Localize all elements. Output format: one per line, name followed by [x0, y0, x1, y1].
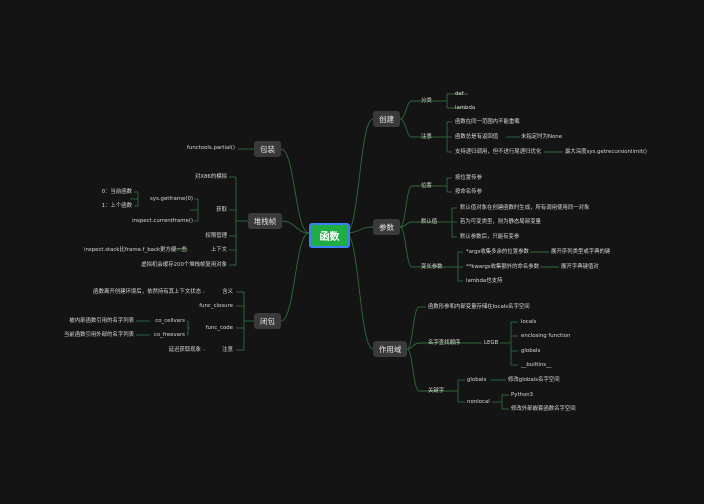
connector-line	[399, 226, 413, 268]
frame-getframe-0[interactable]: 0：当前函数	[101, 189, 132, 195]
node-create[interactable]: 创建	[373, 111, 400, 127]
params-by-position[interactable]: 按位置传参	[455, 175, 482, 181]
create-category[interactable]: 分类	[421, 98, 432, 104]
frame-permission[interactable]: 权限管理	[205, 233, 227, 239]
closure-func-closure[interactable]: func_closure	[199, 303, 233, 309]
node-wrap[interactable]: 包装	[254, 141, 281, 157]
connector-line	[406, 342, 420, 350]
scope-legb-builtins[interactable]: __builtins__	[521, 362, 552, 368]
create-note-return-none[interactable]: 未指定时为None	[521, 134, 563, 140]
node-stack-frame[interactable]: 堆栈帧	[248, 213, 282, 229]
create-note-overload[interactable]: 函数在同一范围内不能重载	[455, 119, 520, 125]
frame-getframe[interactable]: sys.getframe(0)	[150, 196, 193, 202]
scope-legb-globals[interactable]: globals	[521, 348, 541, 354]
closure-meaning[interactable]: 含义	[222, 289, 233, 295]
frame-x86[interactable]: 对X86的模拟	[194, 174, 227, 180]
scope-locals-store[interactable]: 函数形参和内部变量存储在locals名字空间	[428, 304, 530, 310]
scope-keyword-nonlocal[interactable]: nonlocal	[467, 399, 490, 405]
closure-func-code[interactable]: func_code	[205, 325, 233, 331]
connector-line	[399, 221, 413, 228]
scope-keywords[interactable]: 关键字	[428, 388, 445, 394]
scope-legb[interactable]: LEGB	[484, 340, 499, 346]
scope-keyword-nonlocal-desc[interactable]: 修改外部嵌套函数名字空间	[511, 406, 576, 412]
connector-line	[280, 232, 310, 322]
params-lambda[interactable]: lambda也支持	[466, 278, 503, 284]
params-default-mutable[interactable]: 若为可变类型，则为静态局部变量	[460, 219, 541, 225]
frame-inspect-stack[interactable]: inspect.stack比frame.f_back更方便一些	[83, 247, 187, 253]
connector-line	[399, 185, 413, 228]
scope-keyword-globals[interactable]: globals	[467, 377, 487, 383]
params-args[interactable]: *args收集多余的位置参数	[466, 249, 529, 255]
frame-get[interactable]: 获取	[216, 207, 227, 213]
create-note-return[interactable]: 函数总是有返回值	[455, 134, 499, 140]
connector-line	[345, 226, 374, 234]
connector-line	[345, 232, 374, 350]
scope-legb-enclosing[interactable]: enclosing function	[521, 333, 571, 339]
closure-note[interactable]: 注意	[222, 347, 233, 353]
closure-freevars-desc[interactable]: 当前函数引用外部的名字列表	[63, 332, 134, 338]
frame-cache[interactable]: 虚拟机会缓存200个堆栈帧复用对象	[141, 262, 227, 268]
params-kwargs-unpack[interactable]: 展开字典键值对	[561, 264, 599, 270]
connector-line	[280, 148, 310, 234]
connector-line	[406, 306, 420, 350]
params-default-varargs[interactable]: 默认参数后，只能有变参	[460, 234, 520, 240]
create-lambda[interactable]: lambda	[455, 105, 476, 111]
connector-line	[399, 118, 413, 138]
wrap-partial[interactable]: functools.partial()	[187, 145, 235, 151]
scope-legb-locals[interactable]: locals	[521, 319, 537, 325]
closure-freevars[interactable]: co_freevars	[153, 332, 185, 338]
node-params[interactable]: 参数	[373, 219, 400, 235]
connector-line	[406, 348, 420, 392]
params-kwargs[interactable]: **kwargs收集额外的命名参数	[466, 264, 540, 270]
node-closure[interactable]: 闭包	[254, 313, 281, 329]
scope-keyword-nonlocal-python3[interactable]: Python3	[511, 392, 534, 398]
closure-cellvars-desc[interactable]: 被内部函数引用的名字列表	[69, 318, 134, 324]
params-default[interactable]: 默认值	[421, 219, 438, 225]
frame-context[interactable]: 上下文	[210, 247, 227, 253]
connector-line	[345, 118, 374, 234]
params-position[interactable]: 位置	[421, 183, 432, 189]
params-variadic[interactable]: 变长参数	[421, 264, 443, 270]
params-default-object[interactable]: 默认值对象在创建函数时生成，所有调用使用同一对象	[460, 205, 590, 211]
create-notes[interactable]: 注意	[421, 134, 432, 140]
scope-keyword-globals-desc[interactable]: 修改globals名字空间	[508, 377, 560, 383]
root-node[interactable]: 函数	[309, 223, 350, 248]
closure-meaning-desc[interactable]: 函数离开创建环境后，依然持有其上下文状态	[93, 289, 201, 295]
create-def[interactable]: def	[455, 91, 464, 97]
node-scope[interactable]: 作用域	[373, 341, 407, 357]
create-note-recursion[interactable]: 支持递归调用，但不进行尾递归优化	[455, 149, 542, 155]
connector-line	[281, 220, 310, 234]
closure-cellvars[interactable]: co_cellvars	[155, 318, 185, 324]
connector-line	[399, 100, 413, 120]
params-by-name[interactable]: 按命名传参	[455, 189, 482, 195]
closure-note-desc[interactable]: 延迟获取现象	[168, 347, 201, 353]
scope-lookup-order[interactable]: 名字查找顺序	[428, 340, 461, 346]
frame-getframe-1[interactable]: 1：上个函数	[101, 203, 132, 209]
create-note-recursion-limit[interactable]: 最大深度sys.getrecursionlimit()	[565, 149, 648, 155]
frame-currentframe[interactable]: inspect.currentframe()	[132, 218, 193, 224]
params-args-unpack[interactable]: 展开序列类型或字典的键	[551, 249, 611, 255]
